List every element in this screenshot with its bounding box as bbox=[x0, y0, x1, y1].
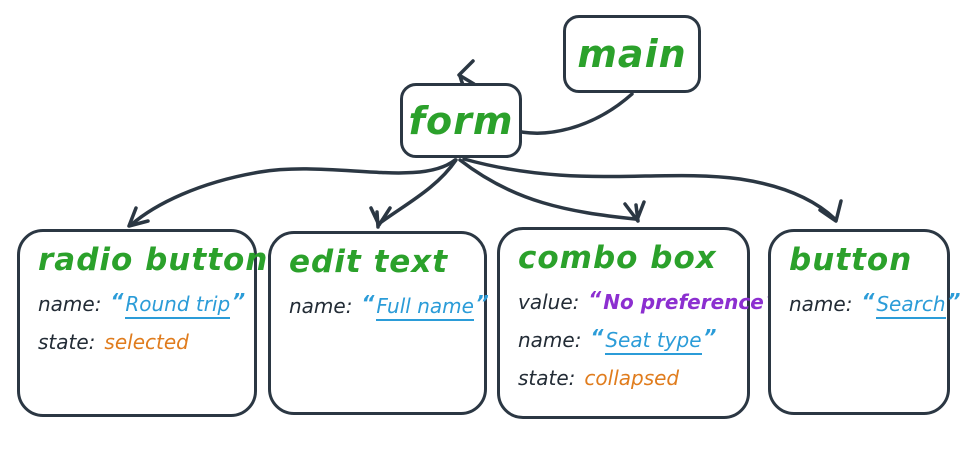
node-form-label: form bbox=[408, 98, 514, 143]
arrow-form-to-edit-text bbox=[369, 158, 458, 229]
property-value-quoted: “Seat type” bbox=[590, 325, 717, 356]
open-quote: “ bbox=[590, 325, 604, 350]
property-value-text: Round trip bbox=[125, 292, 231, 320]
node-edit-text-title: edit text bbox=[289, 244, 449, 280]
property-value-text: selected bbox=[104, 330, 189, 355]
open-quote: “ bbox=[361, 291, 375, 316]
node-combo-box: combo box value:“No preference” name:“Se… bbox=[497, 227, 779, 419]
arrow-form-to-button bbox=[462, 157, 843, 223]
node-form: form bbox=[400, 83, 522, 158]
node-main-label: main bbox=[577, 32, 687, 76]
property-value-quoted: “Search” bbox=[861, 289, 960, 320]
property-value-text: Search bbox=[876, 292, 946, 320]
node-edit-text: edit text name: “Full name” bbox=[268, 231, 489, 415]
property-value-text: Seat type bbox=[605, 328, 702, 356]
property-state: state: selected bbox=[38, 329, 254, 355]
close-quote: ” bbox=[947, 289, 960, 314]
close-quote: ” bbox=[703, 325, 717, 350]
close-quote: ” bbox=[232, 289, 246, 314]
arrow-form-to-combo-box bbox=[458, 158, 646, 223]
property-value-text: No preference bbox=[603, 290, 764, 315]
property-value-text: Full name bbox=[376, 294, 474, 322]
property-label: name: bbox=[789, 292, 853, 317]
property-value-quoted: “Round trip” bbox=[110, 289, 246, 320]
close-quote: ” bbox=[475, 291, 489, 316]
open-quote: “ bbox=[588, 287, 602, 312]
property-value: value: “No preference” bbox=[518, 287, 779, 315]
node-main: main bbox=[563, 15, 701, 93]
node-radio-button-title: radio button bbox=[38, 242, 269, 278]
property-value-quoted: “No preference” bbox=[588, 287, 778, 315]
property-value-text: collapsed bbox=[584, 366, 680, 391]
property-name: name: “Round trip” bbox=[38, 289, 254, 320]
property-label: name: bbox=[518, 328, 582, 353]
node-button: button name: “Search” bbox=[768, 229, 960, 415]
property-label: name: bbox=[289, 294, 353, 319]
arrow-form-to-radio-button bbox=[127, 158, 457, 228]
property-name: name: “Full name” bbox=[289, 291, 489, 322]
node-button-title: button bbox=[789, 242, 913, 278]
node-radio-button: radio button name: “Round trip” state: sel… bbox=[17, 229, 269, 417]
property-label: state: bbox=[38, 330, 96, 355]
property-value-quoted: “Full name” bbox=[361, 291, 489, 322]
open-quote: “ bbox=[861, 289, 875, 314]
property-label: value: bbox=[518, 290, 580, 315]
property-name: name: “Search” bbox=[789, 289, 960, 320]
property-label: state: bbox=[518, 366, 576, 391]
property-state: state: collapsed bbox=[518, 365, 747, 391]
node-combo-box-title: combo box bbox=[518, 240, 717, 276]
property-label: name: bbox=[38, 292, 102, 317]
property-name: name: “Seat type” bbox=[518, 325, 747, 356]
open-quote: “ bbox=[110, 289, 124, 314]
